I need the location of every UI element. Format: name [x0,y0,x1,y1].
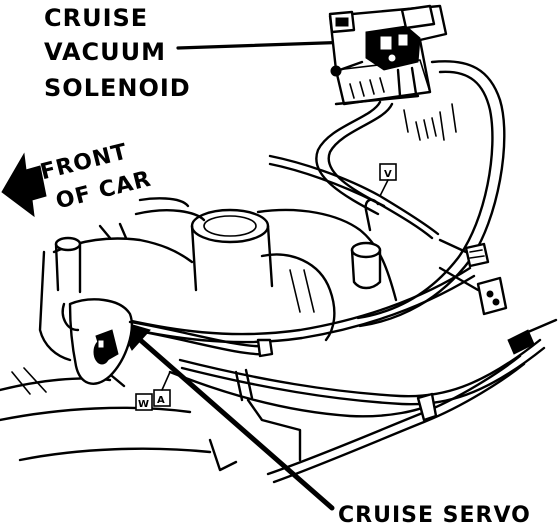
cruise-servo [61,298,274,388]
hose-tag-v: V [379,163,397,197]
cruise-vacuum-solenoid [328,4,448,141]
wire-connectors [438,238,508,316]
hose-tag-v-text: V [384,169,393,180]
cruise-servo-label: CRUISE SERVO [338,503,531,528]
left-arrow-icon [1,152,47,218]
engine-outline [0,197,398,472]
hose-tag-w: W [135,393,153,411]
solenoid-label-line2: VACUUM [44,38,166,66]
solenoid-label: CRUISE VACUUM SOLENOID [44,4,191,102]
hose-tag-w-text: W [138,399,150,410]
vacuum-hoses [114,60,506,344]
bracket-lines [334,94,457,141]
solenoid-label-line3: SOLENOID [44,74,191,102]
front-of-car-label: FRONT OF CAR [38,139,154,214]
throttle-cable [168,318,558,484]
hose-tag-a: A [153,371,171,407]
solenoid-label-line1: CRUISE [44,4,148,32]
hose-tag-a-text: A [157,395,166,406]
